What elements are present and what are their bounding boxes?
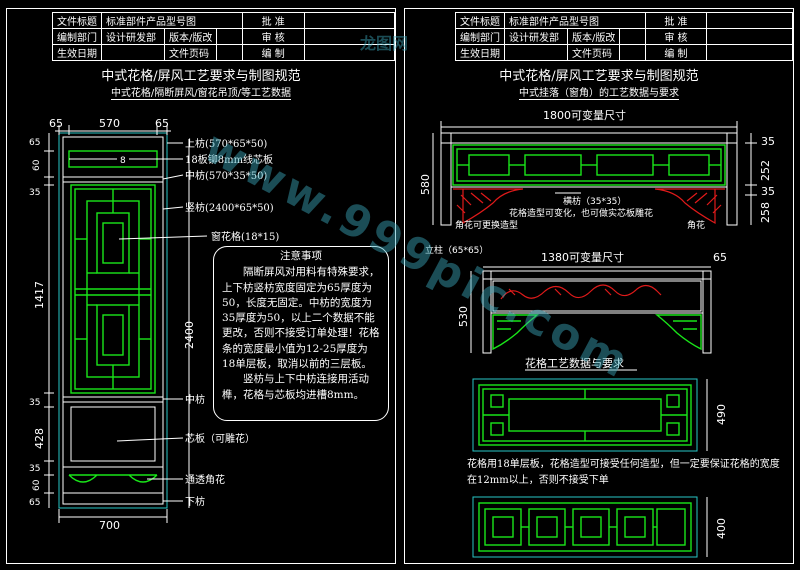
top-beam [440,132,738,144]
right-post [726,132,738,226]
hanging-lattice [452,144,726,186]
tb-label: 生效日期 [52,44,102,61]
dim-top-mid: 570 [99,117,120,130]
corner-flower-right [654,188,725,225]
hanging-lattice-drawing: 1800可变量尺寸 35 252 35 258 [419,108,775,558]
dim-252: 252 [759,160,772,181]
beam-2 [482,270,712,280]
lattice-sample-1 [472,378,698,452]
lower-corner-right [655,314,702,351]
dim-top-left: 65 [49,117,63,130]
right-sheet: 文件标题标准部件产品型号图批 准 编制部门设计研发部版本/版改审 核 生效日期文… [404,8,794,564]
tb-label: 编 制 [644,44,708,61]
tb-label: 文件页码 [567,44,621,61]
left-title-block: 文件标题标准部件产品型号图批 准 编制部门设计研发部版本/版改审 核 生效日期文… [52,12,396,61]
label-bottom-rail: 下枋 [185,495,205,508]
dim-top-right: 65 [155,117,169,130]
lattice-requirement-text: 花格用18单层板，花格造型可接受任何造型，但一定要保证花格的宽度在12mm以上，… [467,459,780,486]
notice-heading: 注意事项 [280,250,322,262]
window-lattice [70,184,156,394]
post-2-left [482,270,492,354]
label-top-rail: 上枋(570*65*50) [185,137,267,150]
carved-panel-frame [492,280,702,312]
dim-490: 490 [715,404,728,425]
notice-paragraph-2: 竖枋与上下中枋连接用活动榫，花格与芯板均进槽8mm。 [222,373,369,401]
label-post: 立柱（65*65） [425,244,488,256]
dim-35-a: 35 [761,135,775,148]
label-core-board: 芯板（可雕花） [185,432,255,445]
screen-elevation-drawing: 65 570 65 700 65 60 35 1417 35 428 35 60… [29,117,279,532]
dim-v1417: 1417 [33,281,46,309]
lattice-sample-2 [472,496,698,558]
label-lattice: 窗花格(18*15) [211,230,279,243]
dim-v35-c: 35 [29,464,40,474]
right-title-block: 文件标题标准部件产品型号图批 准 编制部门设计研发部版本/版改审 核 生效日期文… [455,12,793,61]
core-board [70,406,156,462]
label-middle-rail: 中枋(570*35*50) [185,169,267,182]
dim-580: 580 [419,174,432,195]
dim-width-1380: 1380可变量尺寸 [541,250,624,264]
dim-v2400: 2400 [183,321,196,349]
dim-v60-bottom: 60 [32,479,42,491]
label-middle-rail-2: 中枋 [185,393,205,406]
section-title-lattice: 花格工艺数据与要求 [525,356,624,370]
dim-v60-top: 60 [32,159,42,171]
notice-paragraph-1: 隔断屏风对用料有特殊要求，上下枋竖枋宽度固定为65厚度为50，长度无固定。中枋的… [222,266,380,371]
dim-v65-top: 65 [29,138,40,148]
dim-35-b: 35 [761,185,775,198]
dim-530: 530 [457,306,470,327]
screen-inner-frame [62,136,164,505]
dim-slot: 8 [120,156,126,166]
dim-width-1800: 1800可变量尺寸 [543,108,626,122]
dim-v35-a: 35 [29,188,40,198]
post-2-right [702,270,712,354]
label-crossbar: 横枋（35*35） [563,195,626,207]
dim-400: 400 [715,518,728,539]
label-corner-left: 角花可更换造型 [455,219,518,231]
screen-frame [58,132,168,509]
label-corner-flower: 通透角花 [185,473,225,486]
corner-flower [68,474,158,483]
left-sheet: 文件标题标准部件产品型号图批 准 编制部门设计研发部版本/版改审 核 生效日期文… [6,8,396,564]
part-callouts [116,142,208,502]
dim-v65-bottom: 65 [29,498,40,508]
dim-v428: 428 [33,428,46,449]
dim-65: 65 [713,251,727,264]
notice-box: 注意事项 隔断屏风对用料有特殊要求，上下枋竖枋宽度固定为65厚度为50，长度无固… [213,246,389,421]
label-slot-board: 18板铆8mm线芯板 [185,153,273,166]
right-title: 中式花格/屏风工艺要求与制图规范 [499,69,699,84]
dim-bottom: 700 [99,519,120,532]
dim-258: 258 [759,202,772,223]
right-subtitle: 中式挂落（窗角）的工艺数据与要求 [519,88,679,100]
carved-dragon-panel [500,284,662,300]
corner-flower-left [453,188,524,225]
left-title: 中式花格/屏风工艺要求与制图规范 [101,69,301,84]
label-shape-note: 花格造型可变化，也可做实芯板雕花 [509,207,653,219]
dim-v35-b: 35 [29,398,40,408]
left-post [440,132,452,226]
lower-corner-left [492,314,539,351]
label-stile: 竖枋(2400*65*50) [185,201,274,214]
left-subtitle: 中式花格/隔断屏风/窗花吊顶/等工艺数据 [110,88,292,100]
label-corner-right: 角花 [687,219,705,231]
